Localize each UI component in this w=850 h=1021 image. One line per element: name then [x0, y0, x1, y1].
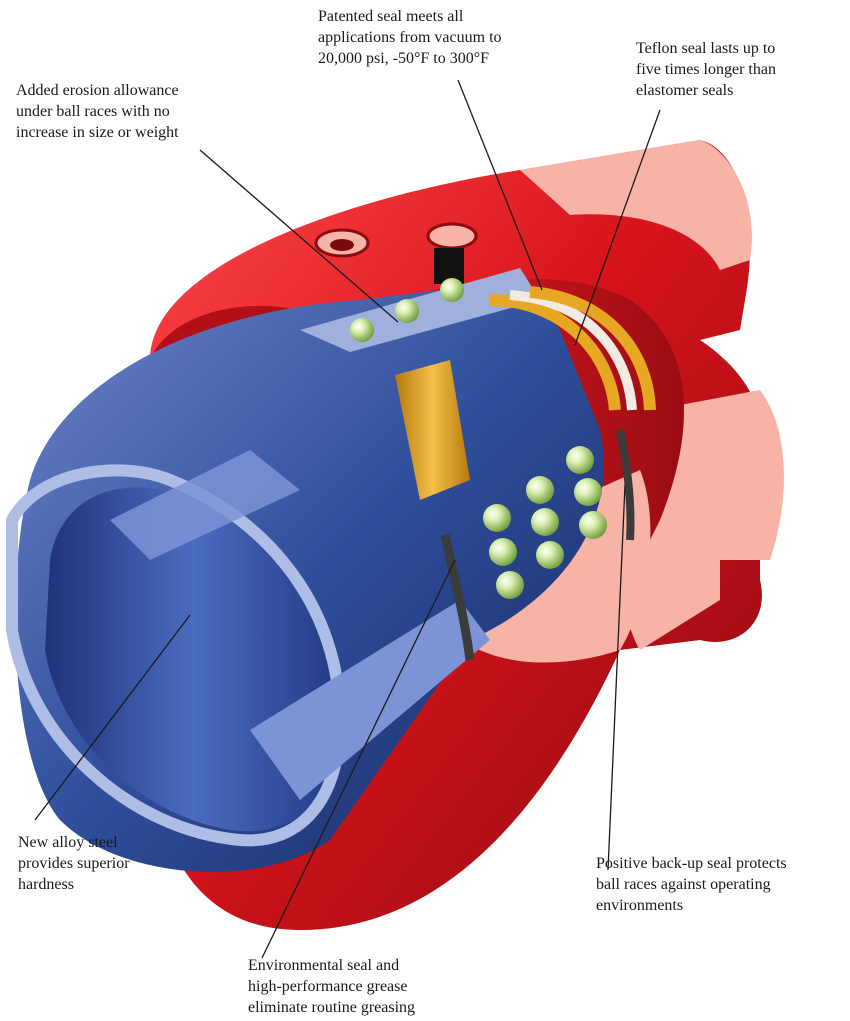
fitting-left-hole	[330, 239, 354, 251]
ball	[440, 278, 464, 302]
callout-patented-seal: Patented seal meets all applications fro…	[318, 6, 502, 69]
callout-teflon-seal: Teflon seal lasts up to five times longe…	[636, 38, 776, 101]
ball	[526, 476, 554, 504]
ball	[395, 299, 419, 323]
ball	[496, 571, 524, 599]
fitting-right	[428, 224, 476, 248]
ball	[574, 478, 602, 506]
callout-environmental-seal: Environmental seal and high-performance …	[248, 955, 415, 1018]
ball	[350, 318, 374, 342]
ball	[536, 541, 564, 569]
ball	[531, 508, 559, 536]
callout-backup-seal: Positive back-up seal protects ball race…	[596, 853, 787, 916]
callout-erosion-allowance: Added erosion allowance under ball races…	[16, 80, 179, 143]
callout-alloy-steel: New alloy steel provides superior hardne…	[18, 832, 130, 895]
ball	[579, 511, 607, 539]
ball	[566, 446, 594, 474]
ball	[483, 504, 511, 532]
ball	[489, 538, 517, 566]
